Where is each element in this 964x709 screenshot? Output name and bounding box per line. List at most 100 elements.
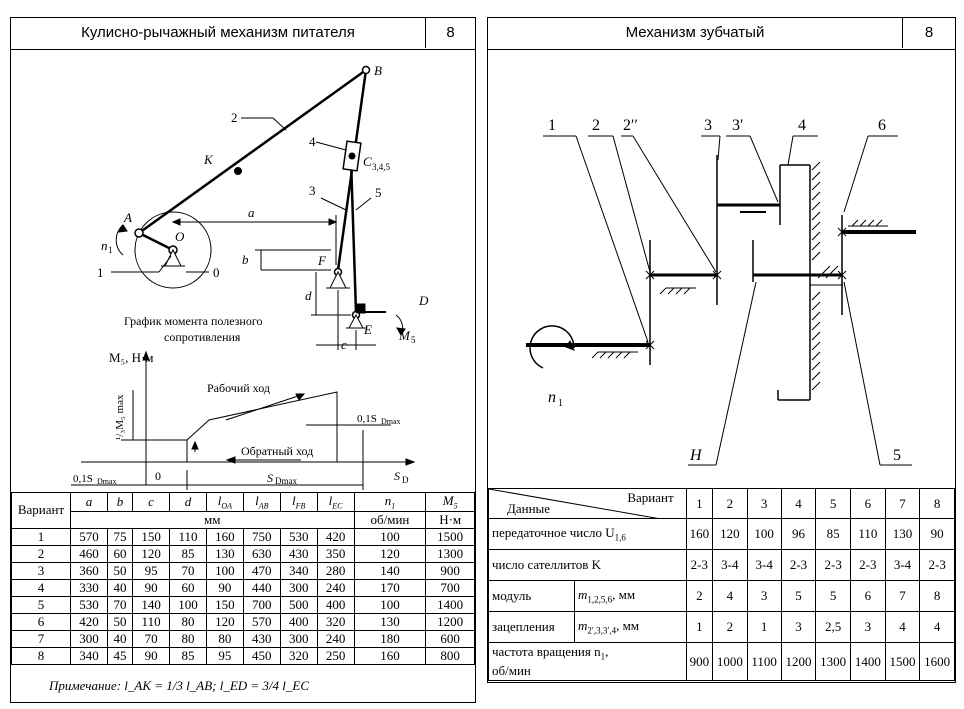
- table-cell: 110: [169, 527, 207, 546]
- table-cell: 350: [316, 544, 355, 563]
- gear-label-3p: 3′: [732, 117, 744, 134]
- cell: 1400: [850, 642, 886, 681]
- label-a: a: [248, 205, 255, 220]
- cell: 110: [850, 518, 886, 550]
- label-4: 4: [309, 134, 316, 149]
- cell: 2,5: [815, 611, 851, 643]
- table-cell: 240: [316, 578, 355, 597]
- label-M5: M: [398, 328, 411, 343]
- gear-label-H: H: [689, 447, 703, 464]
- gear-label-2pp: 2′′: [623, 117, 638, 134]
- table-cell: 150: [132, 527, 171, 546]
- cell: 3-4: [746, 549, 782, 581]
- table-cell: 1400: [425, 595, 475, 614]
- table-cell: 420: [316, 527, 355, 546]
- label-5: 5: [375, 185, 382, 200]
- table-cell: 90: [205, 578, 244, 597]
- cell: 2-3: [780, 549, 817, 581]
- table-cell: 110: [132, 612, 171, 631]
- cell: 130: [884, 518, 921, 550]
- cell: 2-3: [919, 549, 955, 581]
- cell: 5: [815, 580, 851, 612]
- table-cell: 400: [279, 612, 318, 631]
- cell: 2-3: [685, 549, 713, 581]
- label-1: 1: [97, 265, 104, 280]
- table-cell: 440: [242, 578, 281, 597]
- table-cell: 170: [353, 578, 427, 597]
- cell: 6: [850, 580, 886, 612]
- gear-diagram: 1 2 2′′ 3 3′ 4 6 n 1 H 5: [526, 117, 916, 466]
- cell: 96: [780, 518, 817, 550]
- label-O: O: [175, 229, 185, 244]
- gear-label-1: 1: [548, 117, 556, 134]
- table-cell: 430: [279, 544, 318, 563]
- table-cell: 95: [205, 646, 244, 665]
- table-cell: 300: [279, 578, 318, 597]
- graph-right-mark-sub: Dmax: [381, 417, 401, 426]
- table-cell: 1200: [425, 612, 475, 631]
- right-panel: Механизм зубчатый 8: [487, 17, 956, 683]
- table-cell: 700: [242, 595, 281, 614]
- label-C-sub: 3,4,5: [372, 162, 391, 172]
- cell: 1200: [780, 642, 817, 681]
- left-panel: Кулисно-рычажный механизм питателя 8: [10, 17, 476, 703]
- table-cell: 50: [106, 561, 134, 580]
- data-label: Данные: [507, 501, 551, 516]
- col-header: M5: [425, 492, 475, 512]
- col-header: lOA: [205, 492, 244, 512]
- variant-col: 2: [711, 488, 748, 519]
- table-cell: 160: [205, 527, 244, 546]
- cell: 5: [780, 580, 817, 612]
- row-module-label: модуль: [488, 580, 575, 612]
- table-cell: 40: [106, 578, 134, 597]
- table-cell: 450: [242, 646, 281, 665]
- table-cell: 120: [132, 544, 171, 563]
- right-title: Механизм зубчатый: [488, 18, 903, 48]
- label-F: F: [317, 253, 327, 268]
- graph-return-stroke: Обратный ход: [241, 444, 313, 458]
- cell: 2: [685, 580, 713, 612]
- table-cell: 340: [279, 561, 318, 580]
- cell: 1600: [919, 642, 955, 681]
- graph-span: S: [267, 471, 273, 485]
- left-title: Кулисно-рычажный механизм питателя: [11, 18, 426, 48]
- variant-col: 8: [919, 488, 955, 519]
- variant-col: 4: [780, 488, 817, 519]
- col-header: c: [132, 492, 171, 512]
- row-mesh-label: зацепления: [488, 611, 575, 643]
- table-cell: 140: [132, 595, 171, 614]
- table-cell: 85: [169, 544, 207, 563]
- cell: 2-3: [850, 549, 886, 581]
- table-cell: 2: [11, 544, 71, 563]
- table-cell: 95: [132, 561, 171, 580]
- gear-label-2: 2: [592, 117, 600, 134]
- table-cell: 530: [70, 595, 108, 614]
- table-cell: 60: [169, 578, 207, 597]
- table-cell: 300: [70, 629, 108, 648]
- table-cell: 5: [11, 595, 71, 614]
- left-number: 8: [446, 24, 455, 41]
- table-cell: 90: [132, 578, 171, 597]
- table-cell: 7: [11, 629, 71, 648]
- table-cell: 400: [316, 595, 355, 614]
- label-n1-sub: 1: [108, 245, 113, 255]
- cell: 1300: [815, 642, 851, 681]
- table-cell: 100: [353, 527, 427, 546]
- graph-left-mark-sub: Dmax: [97, 477, 117, 486]
- cell: 1500: [884, 642, 921, 681]
- label-B: B: [374, 63, 382, 78]
- table-cell: 100: [353, 595, 427, 614]
- cell: 1100: [746, 642, 782, 681]
- table-cell: 530: [279, 527, 318, 546]
- cell: 3-4: [884, 549, 921, 581]
- graph-title-line2: сопротивления: [164, 330, 241, 344]
- table-cell: 150: [205, 595, 244, 614]
- table-cell: 320: [279, 646, 318, 665]
- table-cell: 750: [242, 527, 281, 546]
